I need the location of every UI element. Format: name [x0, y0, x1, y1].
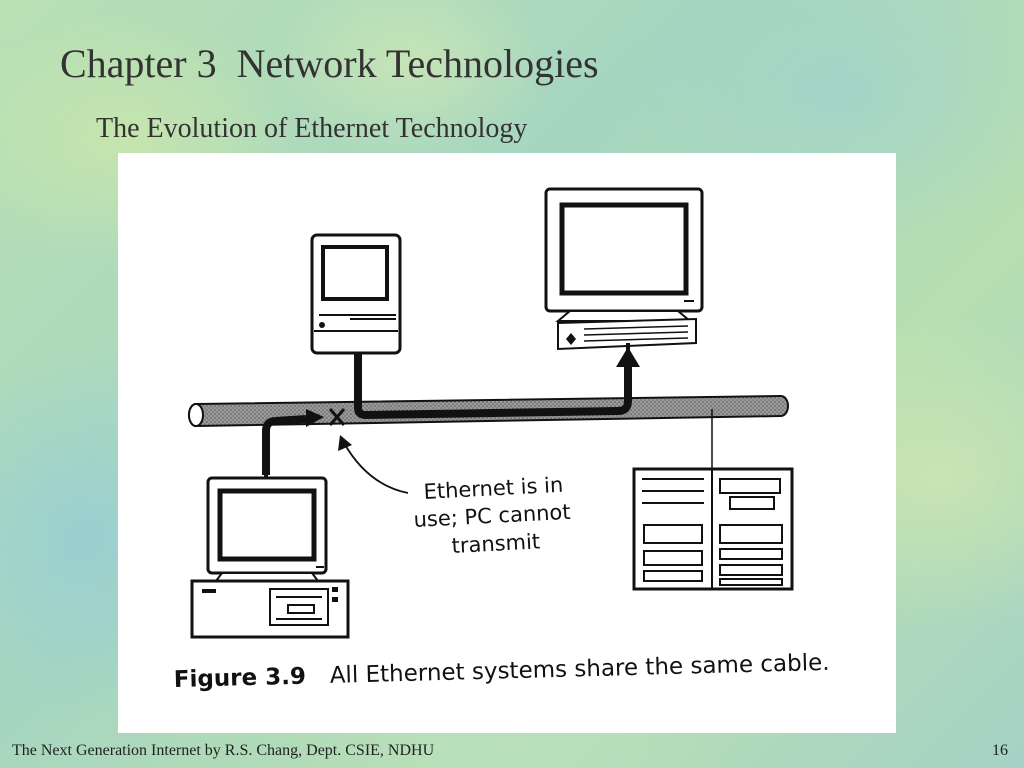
slide-title: Chapter 3 Network Technologies — [60, 41, 599, 86]
footer-credit: The Next Generation Internet by R.S. Cha… — [12, 742, 435, 759]
ethernet-figure: Ethernet is in use; PC cannot transmit F… — [118, 153, 896, 733]
figure-caption-number: Figure 3.9 — [173, 664, 306, 693]
server-computer — [632, 467, 794, 591]
annotation: Ethernet is in use; PC cannot transmit — [413, 473, 571, 558]
annotation-line-1: Ethernet is in — [423, 473, 564, 504]
ethernet-diagram: Ethernet is in use; PC cannot transmit F… — [173, 187, 830, 693]
signal-path — [354, 353, 632, 419]
annotation-line-2: use; PC cannot — [413, 500, 571, 532]
page-number: 16 — [992, 742, 1008, 759]
annotation-line-3: transmit — [451, 529, 541, 558]
collision-x-icon — [328, 408, 346, 426]
annotation-pointer — [343, 442, 409, 494]
blocked-signal-path — [262, 415, 307, 475]
annotation-arrowhead — [338, 435, 352, 451]
figure-caption-text: All Ethernet systems share the same cabl… — [329, 650, 829, 689]
signal-arrowhead-up — [616, 347, 640, 367]
workstation-computer — [544, 187, 704, 351]
mac-computer — [310, 233, 402, 355]
blocked-arrowhead-right — [306, 409, 324, 427]
slide-subtitle: The Evolution of Ethernet Technology — [96, 113, 528, 144]
pc-computer — [190, 476, 350, 639]
figure-caption: Figure 3.9 All Ethernet systems share th… — [173, 650, 829, 693]
